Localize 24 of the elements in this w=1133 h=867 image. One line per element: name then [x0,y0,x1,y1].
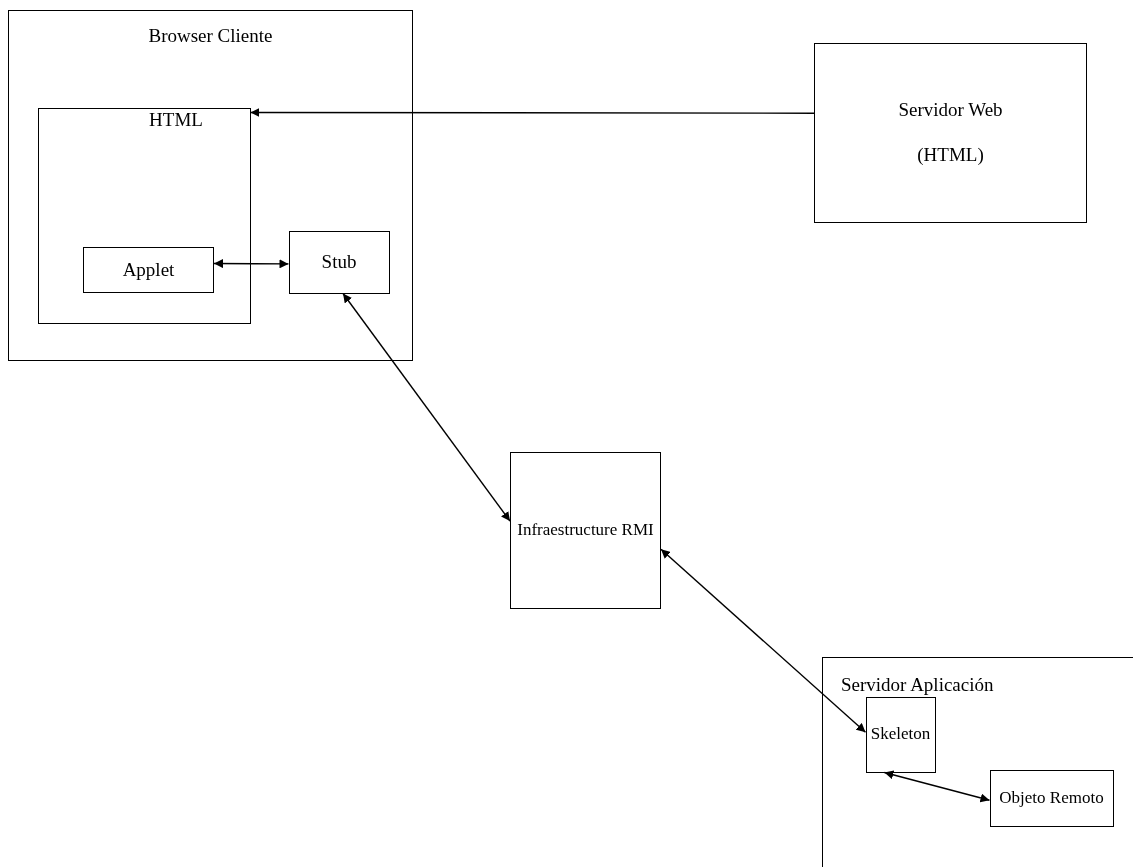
process-box [865,696,936,773]
node-label: HTML [149,108,203,132]
process-box [510,452,661,609]
container-box [8,10,413,361]
node-label: Stub [321,250,357,274]
container-box [37,107,251,324]
node-label: Skeleton [870,724,931,745]
arrow [249,108,815,117]
arrow [213,259,290,269]
node-label: Objeto Remoto [999,787,1104,809]
arrow [342,292,511,522]
process-box [814,43,1087,223]
process-box [288,230,390,294]
node-label: (HTML) [917,144,984,167]
arrow [660,548,867,733]
node-label: Applet [122,258,175,282]
node-label: Infraestructure RMI [517,520,654,541]
node-label: Browser Cliente [148,25,273,48]
node-label: Servidor Aplicación [841,674,994,697]
process-box [83,247,214,293]
container-box [822,657,1133,867]
node-label: Servidor Web [898,99,1003,122]
process-box [989,769,1114,827]
arrow [883,770,991,803]
